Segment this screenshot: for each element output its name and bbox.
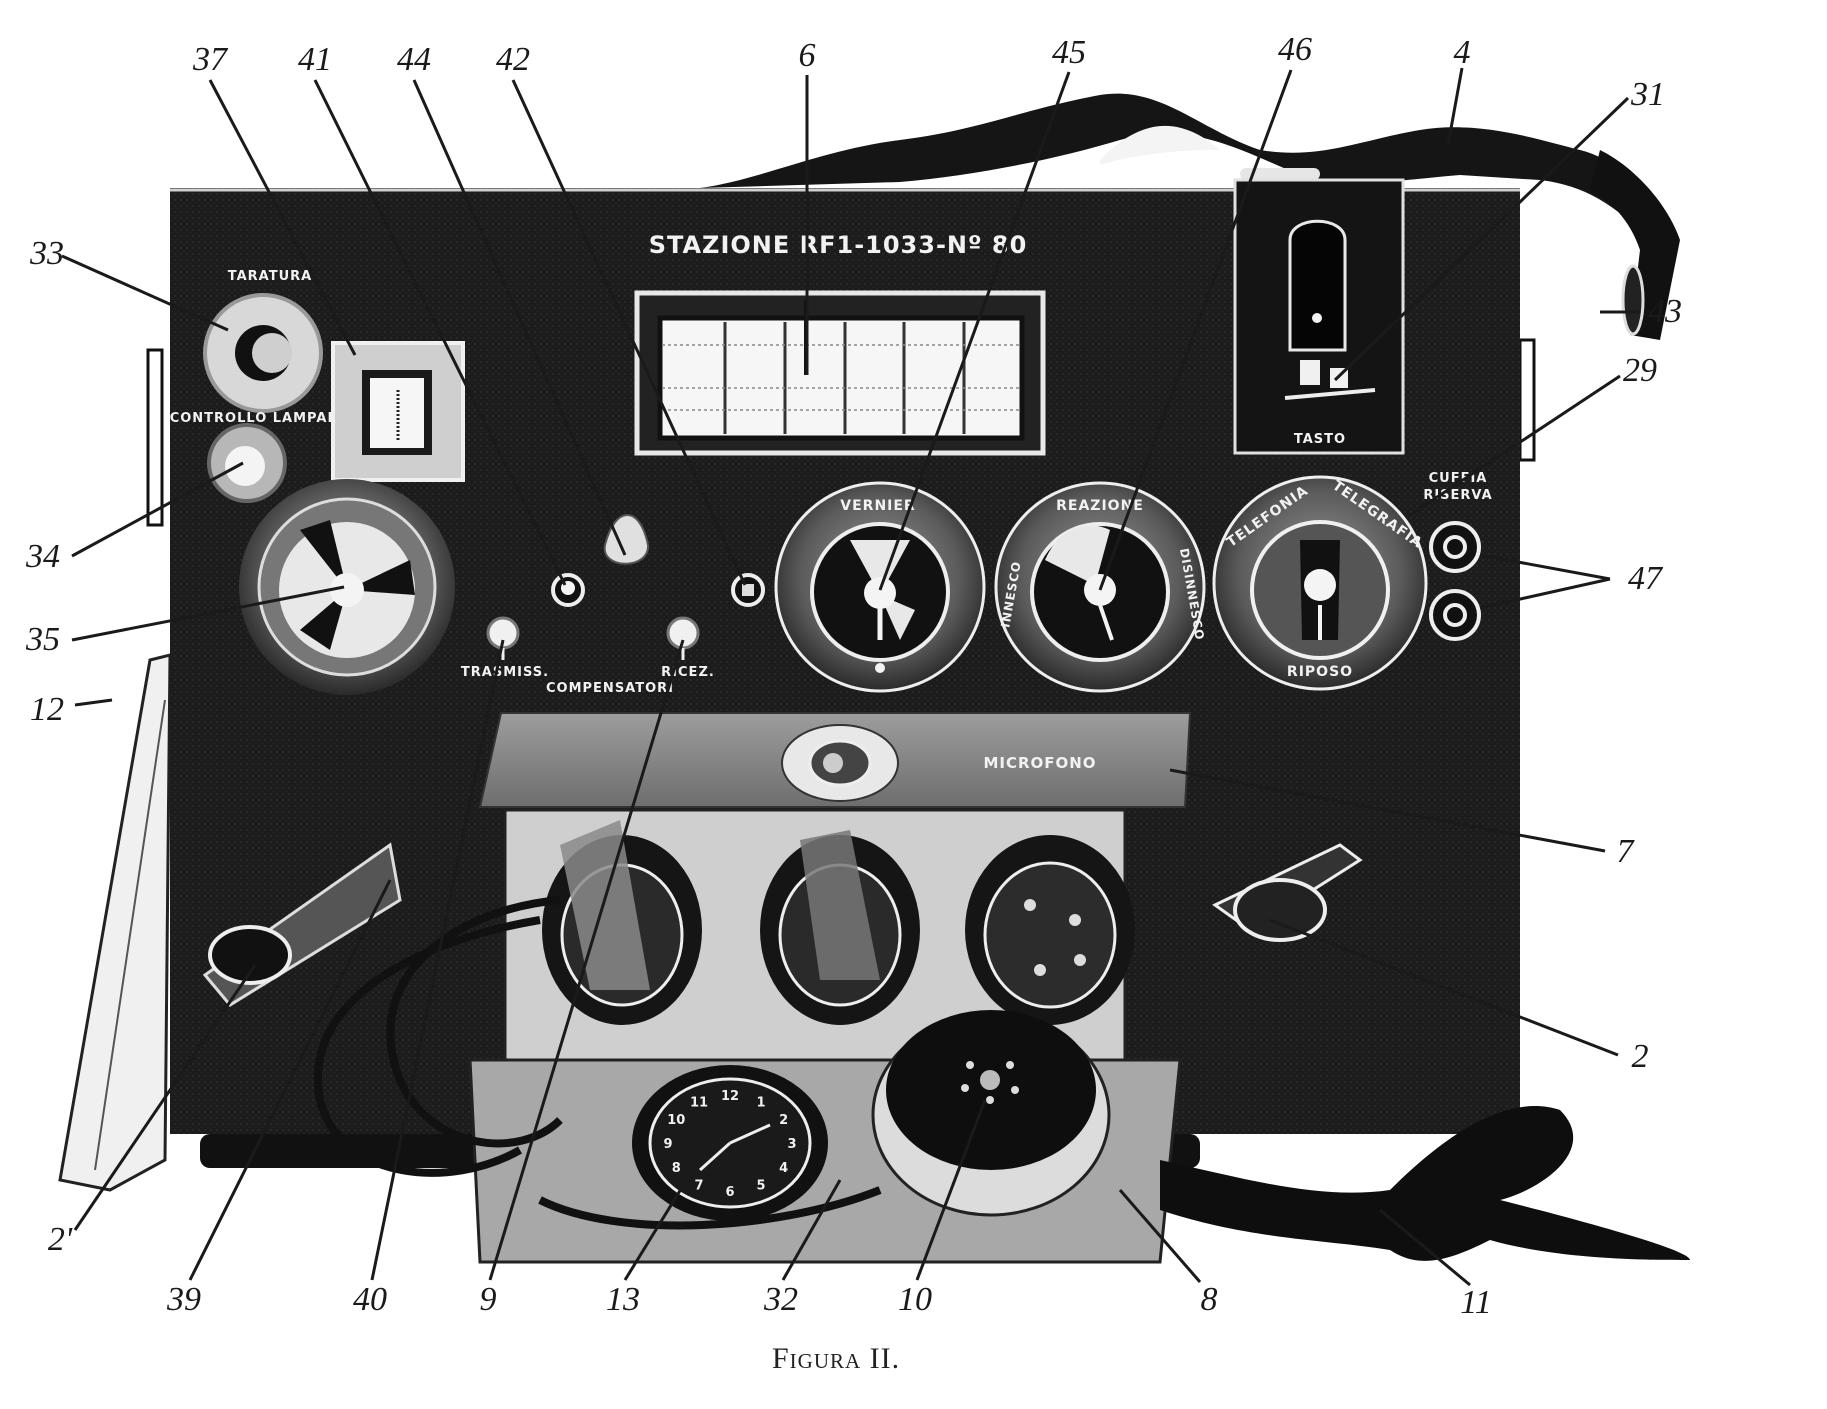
callout-13[interactable]: 13 xyxy=(606,1281,640,1318)
callout-45[interactable]: 45 xyxy=(1052,34,1086,71)
callout-46[interactable]: 46 xyxy=(1278,31,1312,68)
clock-numeral: 3 xyxy=(787,1137,796,1152)
vernier-label: VERNIER xyxy=(840,498,915,514)
callout-11[interactable]: 11 xyxy=(1460,1284,1492,1321)
tuning-dial[interactable] xyxy=(239,479,455,695)
clock-numeral: 7 xyxy=(694,1179,703,1194)
compensatori-label: COMPENSATORI xyxy=(546,681,674,696)
taratura-label: TARATURA xyxy=(228,269,312,284)
cables xyxy=(313,896,882,1230)
microfono-label: MICROFONO xyxy=(983,754,1096,772)
case-left-hinge xyxy=(146,348,164,527)
spare-earpiece xyxy=(965,835,1135,1025)
lamp-42 xyxy=(731,573,765,607)
callout-7[interactable]: 7 xyxy=(1616,833,1634,870)
clock-numeral: 1 xyxy=(756,1095,765,1110)
right-handle[interactable] xyxy=(1212,843,1363,942)
clock-numeral: 11 xyxy=(690,1095,708,1110)
callout-34[interactable]: 34 xyxy=(26,538,60,575)
clock-numeral: 6 xyxy=(725,1185,734,1200)
lid-board xyxy=(58,653,172,1192)
callout-39[interactable]: 39 xyxy=(167,1281,201,1318)
callout-9[interactable]: 9 xyxy=(479,1281,497,1318)
compensator-knob[interactable] xyxy=(603,514,650,565)
callout-2-right[interactable]: 2 xyxy=(1631,1038,1649,1075)
callout-42[interactable]: 42 xyxy=(496,41,530,78)
callout-29[interactable]: 29 xyxy=(1623,352,1657,389)
callout-33[interactable]: 33 xyxy=(30,235,64,272)
callout-4[interactable]: 4 xyxy=(1453,34,1471,71)
clock-numeral: 10 xyxy=(667,1113,685,1128)
clock-numeral: 2 xyxy=(779,1113,788,1128)
callout-10[interactable]: 10 xyxy=(898,1281,932,1318)
receive-switch[interactable] xyxy=(666,616,700,660)
clock-numeral: 4 xyxy=(779,1161,788,1176)
riserva-label: RISERVA xyxy=(1423,488,1492,503)
clock-numerals: 12 12 3 45 6 789 10 11 xyxy=(663,1089,796,1200)
callout-37[interactable]: 37 xyxy=(193,41,227,78)
headphone-earpiece-right xyxy=(760,830,920,1025)
loudspeaker xyxy=(871,1010,1111,1217)
mode-switch-dial[interactable] xyxy=(1212,475,1428,691)
tasto-label: TASTO xyxy=(1294,432,1346,447)
headphone-jack-1[interactable] xyxy=(1429,521,1481,573)
callout-35[interactable]: 35 xyxy=(26,621,60,658)
callout-43[interactable]: 43 xyxy=(1648,293,1682,330)
clock-numeral: 8 xyxy=(672,1161,681,1176)
leader-lines xyxy=(61,67,1640,1287)
callout-12[interactable]: 12 xyxy=(30,691,64,728)
microphone-plate xyxy=(478,712,1192,808)
riposo-label: RIPOSO xyxy=(1287,664,1353,680)
lamp-41 xyxy=(551,573,585,607)
headphone-jack-2[interactable] xyxy=(1429,589,1481,641)
morse-key[interactable] xyxy=(1312,313,1322,323)
callout-6[interactable]: 6 xyxy=(798,37,816,74)
meter xyxy=(331,341,465,482)
side-strap xyxy=(1160,1106,1690,1261)
taratura-knob[interactable] xyxy=(203,293,323,413)
clock-numeral: 9 xyxy=(663,1137,672,1152)
clock-numeral: 5 xyxy=(756,1179,765,1194)
figure-caption: Figura II. xyxy=(772,1342,901,1375)
strap-clip xyxy=(1590,150,1680,340)
ricez-label: RICEZ. xyxy=(661,665,715,680)
controllo-label: CONTROLLO LAMPADA xyxy=(170,411,351,426)
battery-check-button[interactable] xyxy=(207,423,287,503)
frequency-scale-window xyxy=(634,290,1046,456)
transmit-switch[interactable] xyxy=(486,616,520,660)
clock-numeral: 12 xyxy=(721,1089,739,1104)
callout-2-left[interactable]: 2' xyxy=(47,1221,73,1258)
callout-40[interactable]: 40 xyxy=(353,1281,387,1318)
carrying-strap xyxy=(700,93,1660,240)
headphone-earpiece-left xyxy=(542,820,702,1025)
callout-32[interactable]: 32 xyxy=(764,1281,798,1318)
clock: 12 12 3 45 6 789 10 11 xyxy=(632,1065,828,1221)
callout-41[interactable]: 41 xyxy=(298,41,332,78)
callout-44[interactable]: 44 xyxy=(397,41,431,78)
station-plate: STAZIONE RF1-1033-Nº 80 xyxy=(649,231,1028,259)
callout-31[interactable]: 31 xyxy=(1631,76,1665,113)
reazione-label: REAZIONE xyxy=(1056,498,1144,514)
trasmiss-label: TRASMISS. xyxy=(461,665,549,680)
callout-47[interactable]: 47 xyxy=(1628,560,1662,597)
callout-8[interactable]: 8 xyxy=(1200,1281,1218,1318)
